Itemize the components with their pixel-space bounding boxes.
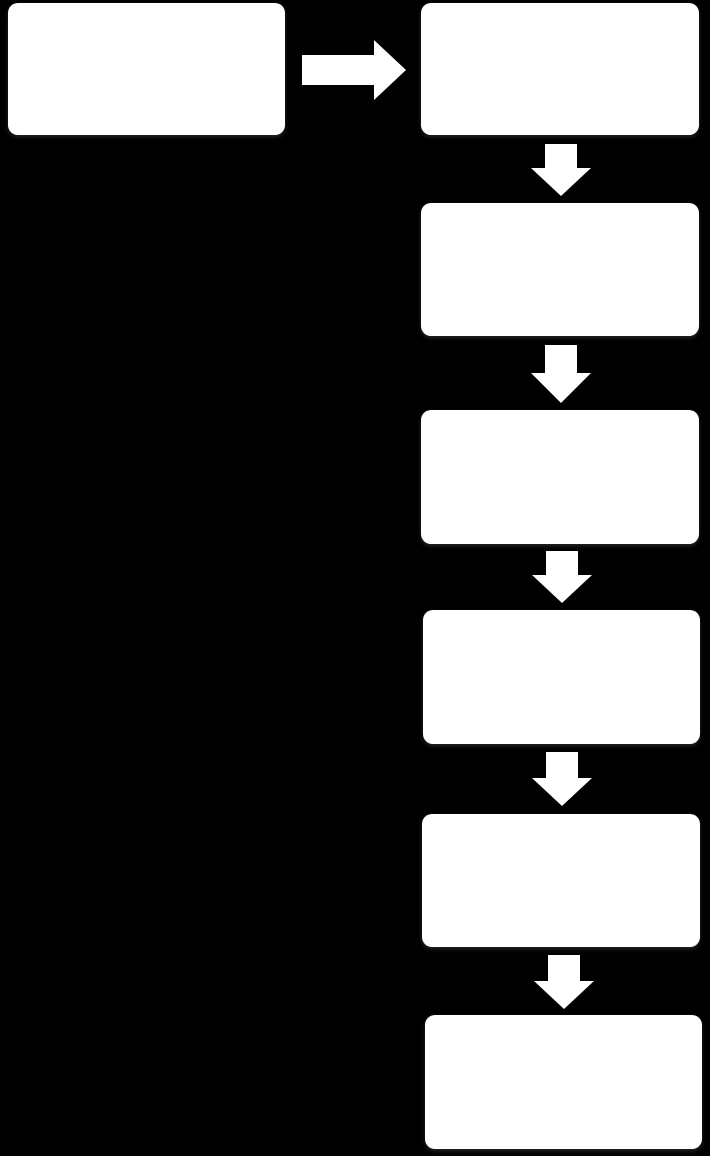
down-arrow-icon xyxy=(531,345,591,403)
step-box-4-text xyxy=(554,669,570,685)
step-box-5-text xyxy=(553,873,569,889)
step-box-3 xyxy=(421,410,699,544)
step-box-4 xyxy=(423,610,700,744)
step-box-3-text xyxy=(552,469,568,485)
step-box-1 xyxy=(421,3,699,135)
down-arrow-icon xyxy=(532,551,592,603)
start-box-text xyxy=(139,61,155,77)
start-box xyxy=(8,3,285,135)
down-arrow-icon xyxy=(532,752,592,806)
down-arrow-icon xyxy=(531,144,591,196)
step-box-6-text xyxy=(556,1074,572,1090)
down-arrow-icon xyxy=(534,955,594,1009)
step-box-2-text xyxy=(552,262,568,278)
step-box-6 xyxy=(425,1015,702,1149)
right-arrow-icon xyxy=(302,40,406,100)
step-box-2 xyxy=(421,203,699,336)
step-box-1-text xyxy=(552,61,568,77)
step-box-5 xyxy=(422,814,700,947)
